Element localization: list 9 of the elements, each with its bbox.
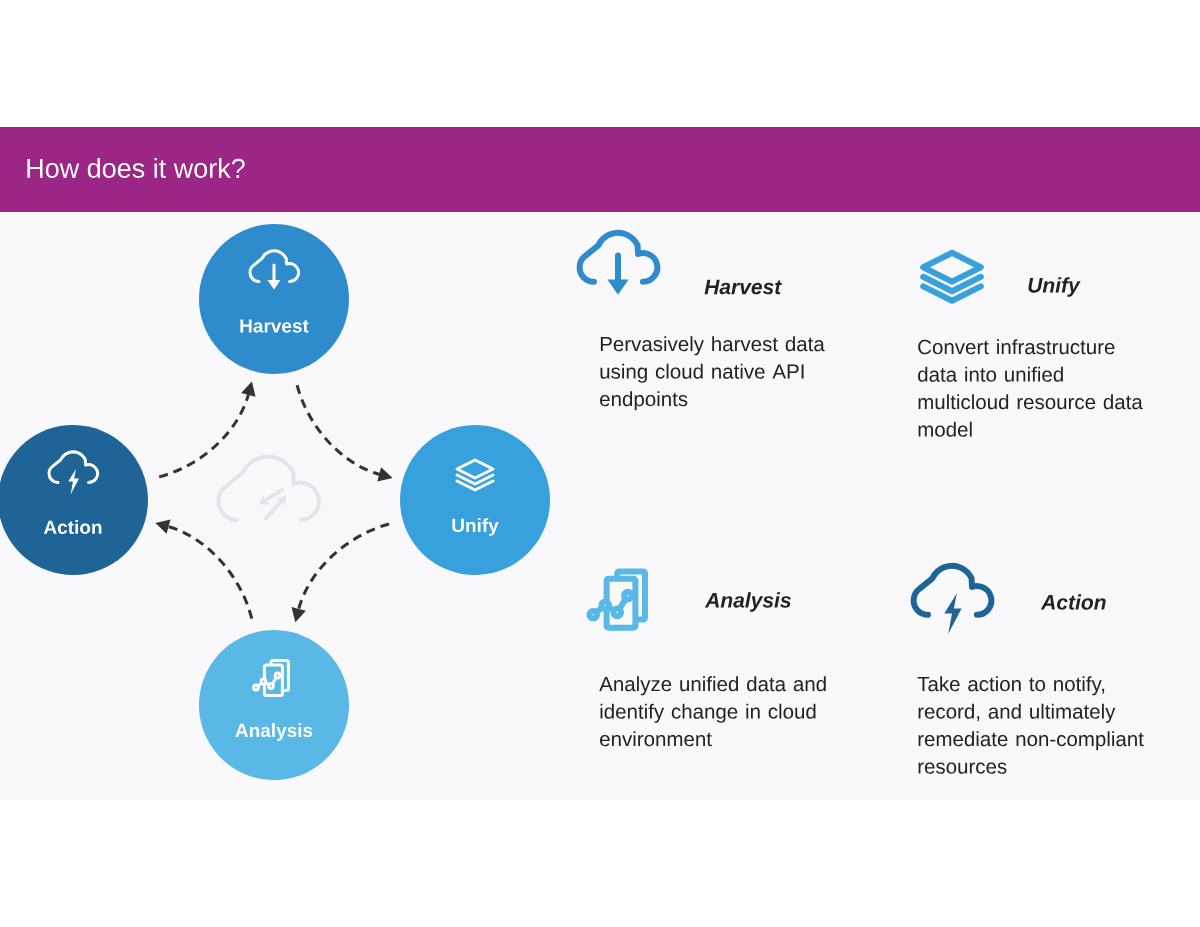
description-text: Pervasively harvest data using cloud native API endpoints xyxy=(600,336,825,411)
section-heading: Unify xyxy=(1028,277,1081,297)
title-banner: How does it work? xyxy=(0,127,1200,212)
section-heading: Action xyxy=(1040,594,1106,610)
description-text: Convert infrastructure data into unified multicloud resource data model xyxy=(918,339,1143,437)
section-heading: Harvest xyxy=(704,279,782,295)
section-heading: Analysis xyxy=(704,592,791,612)
description-text: Take action to notify, record, and ultimately remediate non-compliant resources xyxy=(917,676,1144,774)
description-text: Analyze unified data and identify change in cloud environment xyxy=(599,676,826,747)
